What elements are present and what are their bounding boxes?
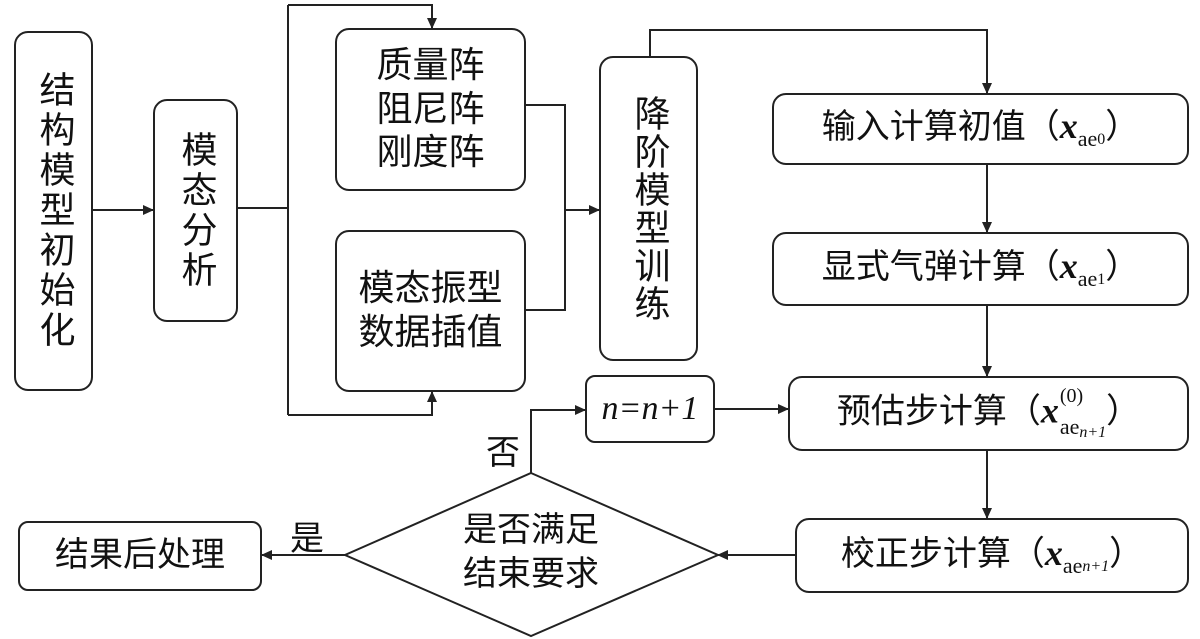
node-input-initial: 输入计算初值（xae0） — [772, 93, 1189, 165]
node-modal-analysis: 模态分析 — [153, 99, 238, 322]
arrow-decision-counter — [530, 405, 586, 473]
decision-line-2: 结束要求 — [463, 554, 599, 595]
arrow-to-matrices — [288, 4, 437, 29]
node-correct: 校正步计算（xaen+1） — [795, 518, 1189, 593]
node-modal-analysis-label: 模态分析 — [175, 130, 217, 291]
correct-label: 校正步计算（ — [840, 533, 1045, 574]
matrix-damping: 阻尼阵 — [376, 88, 485, 130]
input-initial-label: 输入计算初值（ — [821, 107, 1060, 148]
node-explicit-calc: 显式气弹计算（xae1） — [772, 232, 1189, 306]
node-post-processing: 结果后处理 — [18, 521, 262, 591]
node-matrices: 质量阵 阻尼阵 刚度阵 — [335, 28, 526, 191]
var-x: x — [1059, 106, 1078, 147]
node-structure-init: 结构模型初始化 — [14, 31, 93, 391]
post-processing-label: 结果后处理 — [55, 535, 225, 576]
node-rom-training: 降阶模型训练 — [599, 56, 698, 361]
label-no: 否 — [486, 433, 520, 473]
arrow-rom-input — [649, 29, 992, 94]
node-predict: 预估步计算（x(0)aen+1） — [788, 376, 1189, 451]
matrix-stiffness: 刚度阵 — [376, 132, 485, 174]
decision-diamond — [342, 471, 721, 638]
node-structure-init-label: 结构模型初始化 — [33, 71, 75, 351]
decision-text: 是否满足 结束要求 — [415, 508, 647, 596]
arrow-to-interp — [288, 391, 437, 416]
decision-line-1: 是否满足 — [463, 510, 599, 550]
predict-label: 预估步计算（ — [836, 391, 1041, 432]
node-rom-training-label: 降阶模型训练 — [628, 94, 670, 323]
matrix-mass: 质量阵 — [376, 44, 485, 86]
node-counter: n=n+1 — [585, 375, 715, 443]
explicit-calc-label: 显式气弹计算（ — [821, 247, 1060, 288]
label-yes: 是 — [290, 519, 324, 559]
interp-line-2: 数据插值 — [358, 312, 503, 353]
interp-line-1: 模态振型 — [358, 268, 503, 310]
counter-label: n=n+1 — [601, 390, 699, 428]
node-mode-interp: 模态振型 数据插值 — [335, 230, 526, 392]
